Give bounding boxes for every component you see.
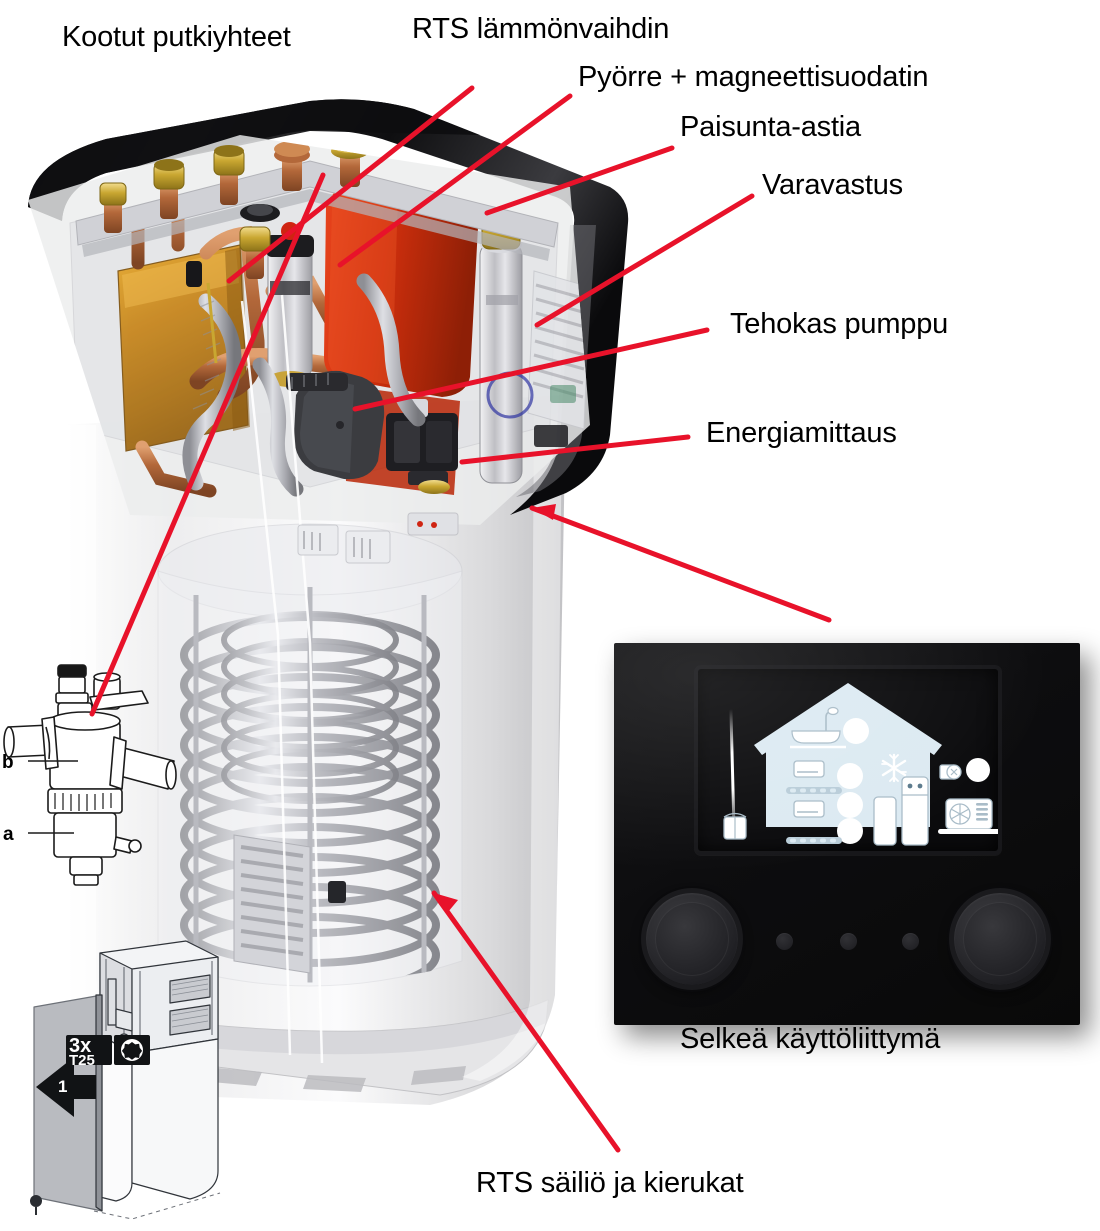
callout-varavastus: Varavastus [762, 169, 903, 201]
shower-icon [827, 706, 839, 716]
radiator-icon [793, 800, 825, 818]
screw-spec-badge [66, 1035, 150, 1065]
immersion-element-plate [233, 834, 346, 974]
callout-pyorre-magneettisuodatin: Pyörre + magneettisuodatin [578, 61, 929, 93]
callout-kootut-putkiyhteet: Kootut putkiyhteet [62, 21, 291, 53]
callout-paisunta-astia: Paisunta-astia [680, 111, 861, 143]
zone2-status-circle [837, 792, 863, 818]
callout-selkea-kayttoliittyma: Selkeä käyttöliittymä [680, 1023, 941, 1055]
right-rotary-knob[interactable] [954, 893, 1046, 985]
garage-icon [723, 812, 747, 840]
callout-rts-sailio-ja-kierukat: RTS säiliö ja kierukat [476, 1167, 744, 1199]
removal-direction-arrow [36, 1057, 96, 1117]
bathtub-icon [790, 706, 846, 749]
dhw-status-circle [843, 718, 869, 744]
solar-icon [939, 764, 962, 780]
zone3-status-circle [837, 818, 863, 844]
top-cowl [28, 99, 629, 515]
outdoor-unit-icon [938, 798, 998, 834]
control-panel-display[interactable] [694, 665, 1002, 855]
screw-count-label: 3x [69, 1035, 92, 1057]
sensor-connector [186, 261, 202, 287]
panel-button-2[interactable] [840, 933, 857, 950]
callout-rts-lammonvaihdin: RTS lämmönvaihdin [412, 13, 670, 45]
sun-icon [966, 758, 990, 782]
vortex-magnetic-filter [266, 222, 314, 387]
underfloor-heating-icon [786, 787, 842, 794]
snowflake-icon [881, 753, 907, 783]
backup-heater [479, 214, 523, 484]
filter-valve-detail-illustration: b a [2, 655, 212, 895]
underfloor-heating-icon [786, 837, 842, 844]
front-panel-removal-illustration: 3x T25 1 [20, 935, 255, 1220]
panel-button-1[interactable] [776, 933, 793, 950]
panel-button-3[interactable] [902, 933, 919, 950]
callout-tehokas-pumppu: Tehokas pumppu [730, 308, 949, 340]
valve-label-a: a [3, 824, 14, 845]
screw-type-label: T25 [69, 1052, 95, 1069]
radiator-icon [793, 760, 825, 778]
boiler-icon [901, 776, 929, 846]
valve-label-b: b [2, 752, 14, 773]
step-number-label: 1 [58, 1077, 68, 1096]
system-overview-graphic [723, 683, 998, 846]
left-rotary-knob[interactable] [646, 893, 738, 985]
callout-energiamittaus: Energiamittaus [706, 417, 897, 449]
heating-status-circle [837, 763, 863, 789]
tank-icon [873, 796, 897, 846]
control-panel[interactable] [614, 643, 1080, 1025]
